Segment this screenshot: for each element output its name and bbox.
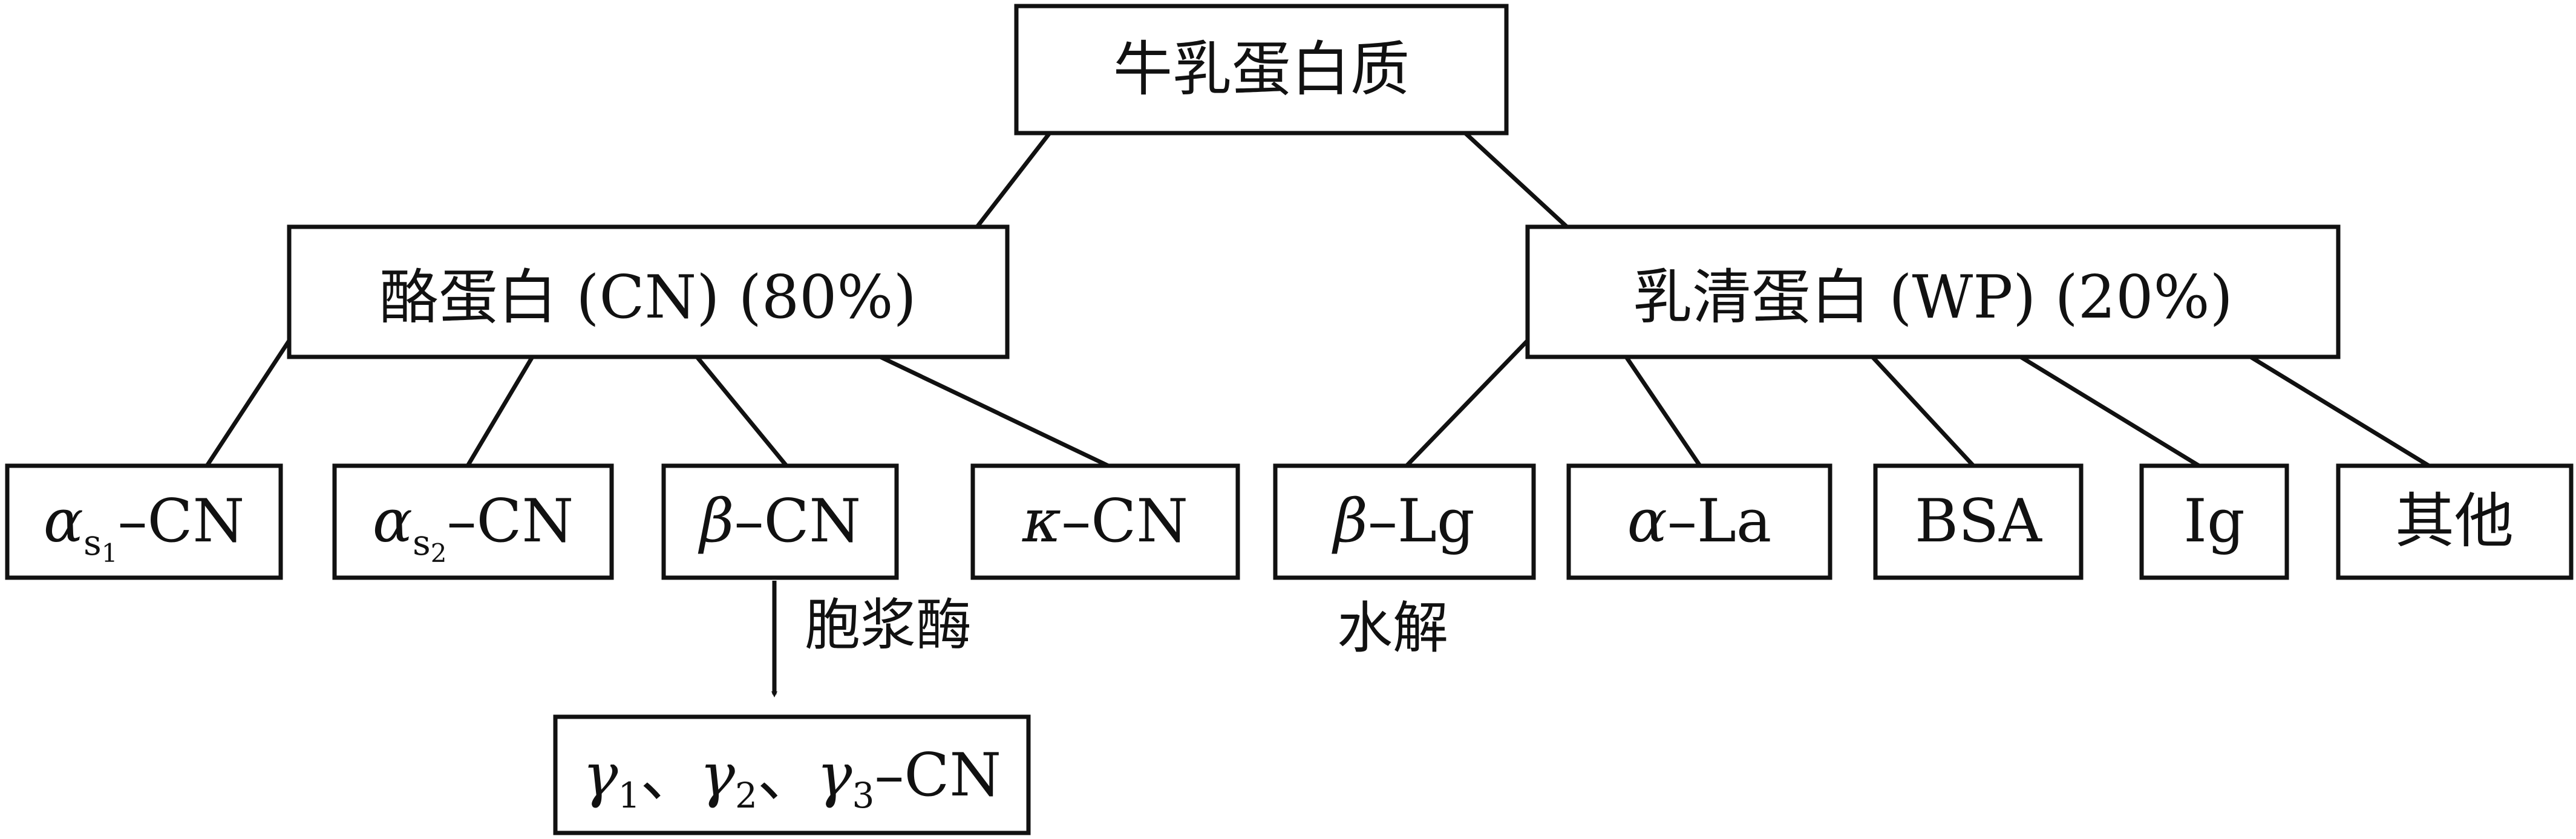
node-casein-label: 酪蛋白 (CN) (80%)	[379, 263, 917, 332]
hydrolysis-label: 水解	[1337, 596, 1448, 661]
node-beta-lg-label: β–Lg	[1331, 487, 1474, 556]
node-alpha-la-label: α–La	[1627, 487, 1772, 556]
connector-casein-as2	[465, 356, 535, 467]
node-as1-cn: αs1–CN	[5, 463, 283, 580]
node-gamma-cn: γ1、γ2、γ3–CN	[553, 714, 1031, 835]
node-bsa-label: BSA	[1915, 487, 2042, 556]
node-root-label: 牛乳蛋白质	[1113, 35, 1410, 104]
node-whey: 乳清蛋白 (WP) (20%)	[1525, 224, 2341, 359]
node-as2-cn: αs2–CN	[332, 463, 614, 580]
node-other-label: 其他	[2395, 487, 2514, 556]
connector-casein-beta	[695, 355, 788, 468]
connector-whey-bsa	[1871, 355, 1975, 468]
node-bsa: BSA	[1873, 463, 2084, 580]
connector-casein-as1	[205, 339, 291, 467]
node-kappa-cn-label: κ–CN	[1022, 487, 1188, 556]
node-root: 牛乳蛋白质	[1014, 4, 1509, 135]
node-gamma-cn-label: γ1、γ2、γ3–CN	[583, 741, 1001, 816]
connector-whey-blg	[1405, 339, 1529, 468]
connector-whey-other	[2249, 355, 2430, 468]
connectors	[205, 131, 2430, 697]
node-beta-lg: β–Lg	[1273, 463, 1536, 580]
node-beta-cn: β–CN	[661, 463, 899, 580]
node-ig-label: Ig	[2183, 487, 2244, 556]
node-casein: 酪蛋白 (CN) (80%)	[287, 224, 1010, 359]
node-as2-cn-label: αs2–CN	[373, 487, 574, 568]
node-ig: Ig	[2139, 463, 2289, 580]
node-alpha-la: α–La	[1566, 463, 1832, 580]
connector-root-whey	[1463, 131, 1569, 229]
node-whey-label: 乳清蛋白 (WP) (20%)	[1633, 263, 2233, 332]
node-kappa-cn: κ–CN	[970, 463, 1240, 580]
plasmin-label: 胞浆酶	[805, 593, 972, 658]
connector-whey-ala	[1624, 356, 1702, 467]
connector-casein-kappa	[879, 354, 1110, 468]
node-other: 其他	[2336, 463, 2574, 580]
node-as1-cn-label: αs1–CN	[44, 487, 244, 568]
connector-whey-ig	[2019, 355, 2200, 468]
connector-root-casein	[975, 131, 1051, 229]
node-beta-cn-label: β–CN	[698, 487, 861, 556]
